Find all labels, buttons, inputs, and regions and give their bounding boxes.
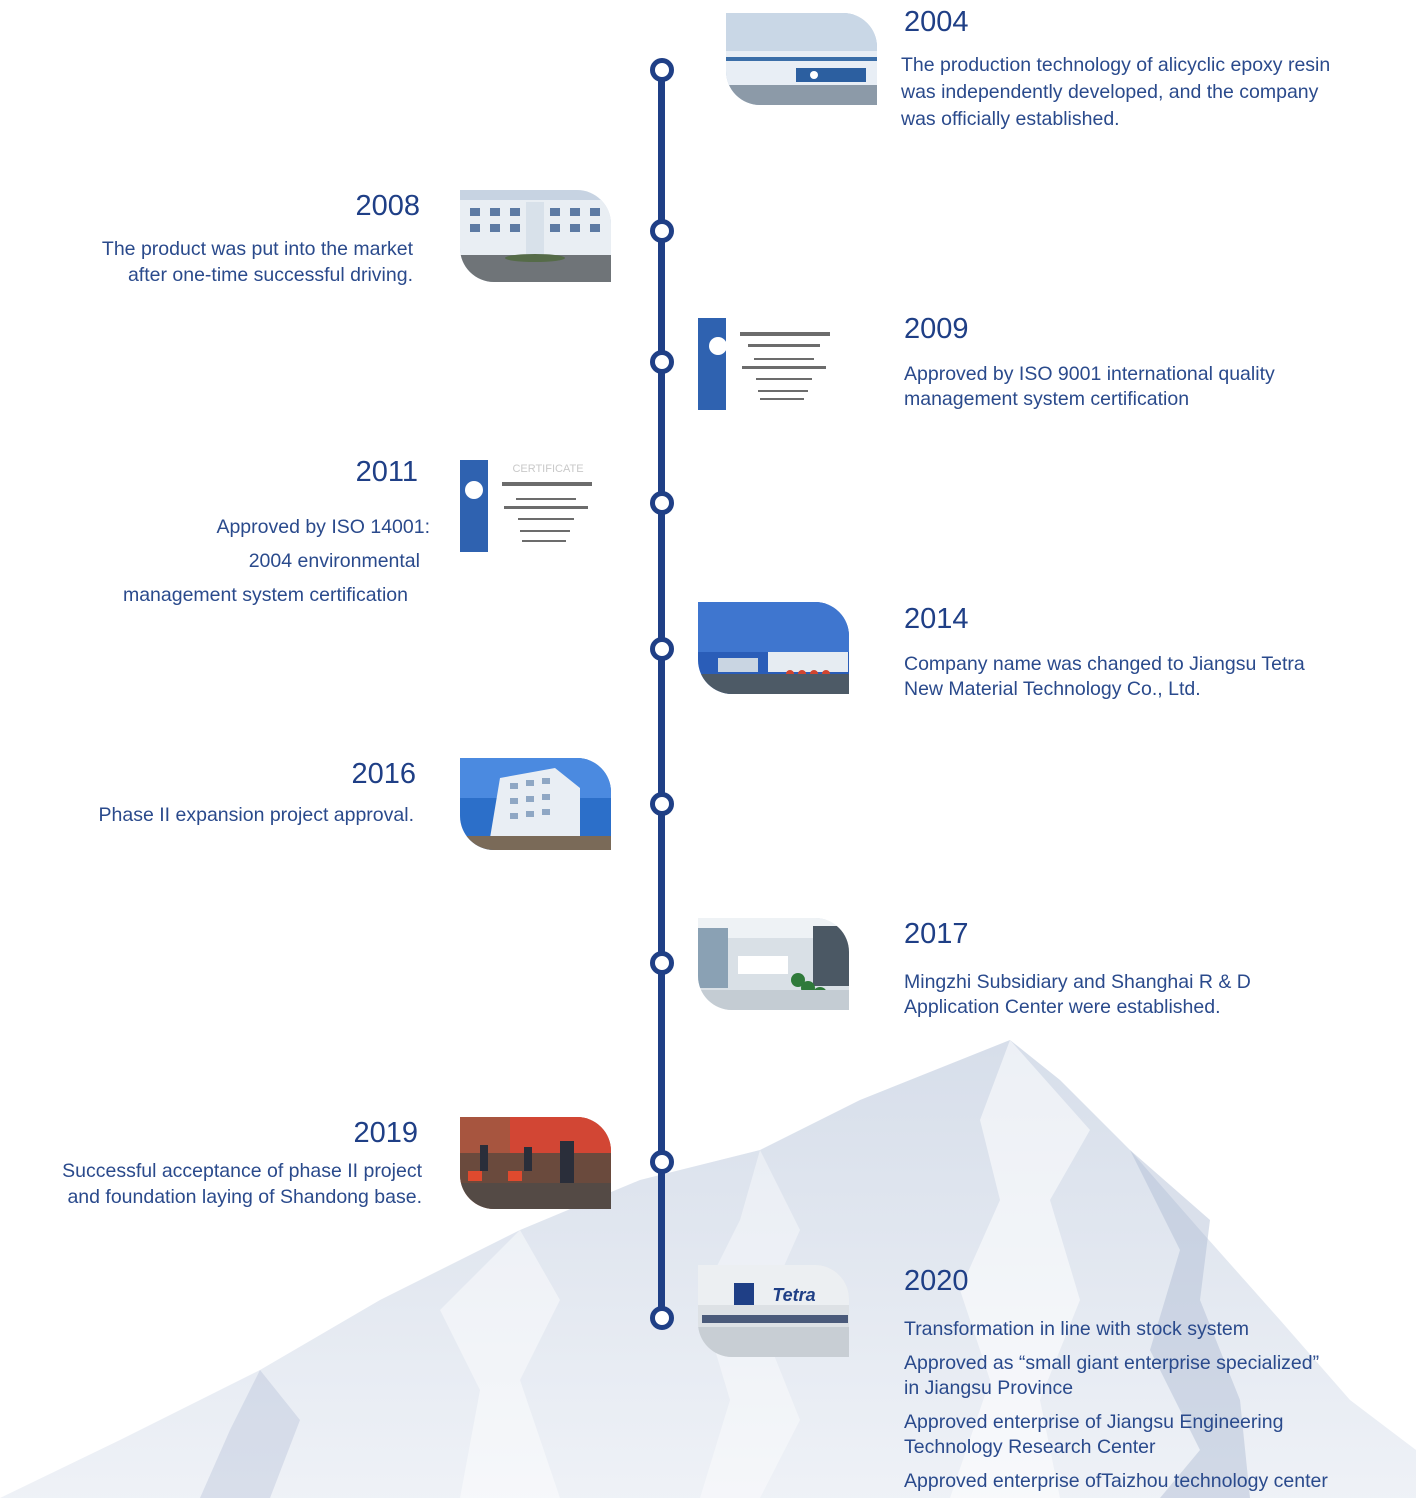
description-line: after one-time successful driving. (127, 264, 413, 286)
description-2009: Approved by ISO 9001 international quali… (904, 362, 1275, 412)
photo-2014-company-gate (698, 602, 849, 694)
photo-2016-expansion-building (460, 758, 611, 850)
photo-2017-office-lobby (698, 918, 849, 1010)
photo-2009-iso9001-certificate (698, 318, 849, 410)
timeline-node-2020 (650, 1306, 674, 1330)
description-line: 2004 environmental (248, 550, 420, 572)
timeline-node-2004 (650, 58, 674, 82)
description-line: Approved as “small giant enterprise spec… (904, 1352, 1320, 1374)
photo-2008-building (460, 190, 611, 282)
description-line: Transformation in line with stock system (904, 1318, 1249, 1340)
description-line: was independently developed, and the com… (901, 81, 1319, 103)
description-2019: Successful acceptance of phase II projec… (62, 1158, 422, 1210)
description-line: in Jiangsu Province (904, 1377, 1074, 1399)
description-line: The production technology of alicyclic e… (901, 54, 1331, 76)
year-2004: 2004 (904, 6, 969, 38)
description-line: New Material Technology Co., Ltd. (904, 678, 1201, 700)
year-2011: 2011 (355, 456, 418, 488)
timeline-line (658, 68, 665, 1320)
description-2020: Transformation in line with stock system… (904, 1317, 1328, 1494)
description-line: Successful acceptance of phase II projec… (62, 1160, 422, 1182)
description-2014: Company name was changed to Jiangsu Tetr… (904, 652, 1305, 702)
description-2017: Mingzhi Subsidiary and Shanghai R & D Ap… (904, 970, 1251, 1020)
year-2020: 2020 (904, 1265, 969, 1297)
description-2011: Approved by ISO 14001: 2004 environmenta… (123, 510, 430, 612)
description-line: Phase II expansion project approval. (98, 804, 414, 826)
description-2004: The production technology of alicyclic e… (901, 52, 1330, 133)
timeline-node-2009 (650, 350, 674, 374)
description-2008: The product was put into the market afte… (102, 236, 413, 288)
year-2019: 2019 (353, 1117, 418, 1149)
certificate-title: CERTIFICATE (512, 463, 583, 475)
timeline-node-2019 (650, 1150, 674, 1174)
description-line: Approved enterprise of Jiangsu Engineeri… (904, 1411, 1284, 1433)
description-line: Approved by ISO 9001 international quali… (904, 363, 1275, 385)
photo-2019-groundbreaking (460, 1117, 611, 1209)
tetra-logo-text: Tetra (772, 1285, 815, 1305)
description-line: Technology Research Center (904, 1436, 1156, 1458)
timeline-node-2016 (650, 792, 674, 816)
description-line: Company name was changed to Jiangsu Tetr… (904, 653, 1305, 675)
photo-2004-factory (726, 13, 877, 105)
timeline-node-2014 (650, 637, 674, 661)
timeline-node-2017 (650, 951, 674, 975)
photo-2011-iso14001-certificate: CERTIFICATE (460, 460, 611, 552)
description-line: and foundation laying of Shandong base. (67, 1186, 422, 1208)
description-line: Mingzhi Subsidiary and Shanghai R & D (904, 971, 1251, 993)
description-line: The product was put into the market (101, 238, 413, 260)
photo-2020-tetra-signboard: Tetra (698, 1265, 849, 1357)
description-line: management system certification (904, 388, 1190, 410)
description-2016: Phase II expansion project approval. (99, 803, 414, 828)
description-line: Approved enterprise ofTaizhou technology… (904, 1470, 1328, 1492)
year-2009: 2009 (904, 313, 969, 345)
timeline-node-2011 (650, 491, 674, 515)
year-2014: 2014 (904, 603, 969, 635)
timeline-node-2008 (650, 219, 674, 243)
year-2008: 2008 (355, 190, 420, 222)
year-2016: 2016 (351, 758, 416, 790)
description-line: Approved by ISO 14001: (216, 516, 430, 538)
description-line: management system certification (122, 584, 408, 606)
description-line: was officially established. (901, 108, 1120, 130)
year-2017: 2017 (904, 918, 969, 950)
description-line: Application Center were established. (904, 996, 1221, 1018)
